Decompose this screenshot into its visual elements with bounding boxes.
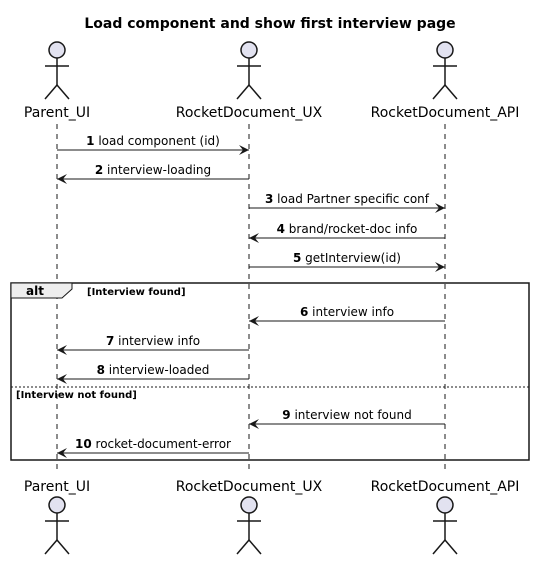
actor-left-leg (432, 84, 446, 100)
actor-head (436, 41, 454, 59)
actor-right-leg (444, 539, 458, 555)
actor-left-leg (432, 539, 446, 555)
message-text: interview info (114, 334, 200, 348)
message-sequence-number: 10 (75, 437, 92, 451)
message-text: getInterview(id) (301, 251, 401, 265)
message-sequence-number: 1 (86, 134, 94, 148)
message-sequence-number: 8 (97, 363, 105, 377)
actor-right-leg (56, 84, 70, 100)
message-text: rocket-document-error (92, 437, 231, 451)
message-text: interview-loaded (105, 363, 209, 377)
message-8: 8 interview-loaded (57, 363, 249, 384)
participant-label-rocketdocument-ux-top: RocketDocument_UX (176, 105, 323, 121)
message-label: 1 load component (id) (86, 134, 220, 148)
message-1: 1 load component (id) (57, 134, 249, 155)
actor-right-leg (248, 539, 262, 555)
message-text: load Partner specific conf (273, 192, 429, 206)
actor-head (436, 496, 454, 514)
actor-left-leg (44, 539, 58, 555)
message-sequence-number: 3 (265, 192, 273, 206)
message-label: 2 interview-loading (95, 163, 211, 177)
actor-rocketdocument-api-bottom (432, 496, 458, 555)
message-label: 4 brand/rocket-doc info (277, 222, 418, 236)
message-9: 9 interview not found (249, 408, 445, 429)
actors (44, 41, 458, 555)
actor-head (240, 496, 258, 514)
alt-frame-label: alt (26, 284, 44, 298)
actor-head (48, 41, 66, 59)
participant-label-parent-ui-bottom: Parent_UI (24, 479, 90, 495)
message-label: 5 getInterview(id) (293, 251, 401, 265)
message-text: load component (id) (95, 134, 220, 148)
alt-frame-label-tab (10, 282, 73, 299)
message-label: 8 interview-loaded (97, 363, 210, 377)
message-sequence-number: 7 (106, 334, 114, 348)
message-label: 10 rocket-document-error (75, 437, 231, 451)
actor-rocketdocument-ux-bottom (236, 496, 262, 555)
message-7: 7 interview info (57, 334, 249, 355)
alt-guard-found: [Interview found] (87, 287, 186, 298)
message-3: 3 load Partner specific conf (249, 192, 445, 213)
message-label: 6 interview info (300, 305, 394, 319)
message-4: 4 brand/rocket-doc info (249, 222, 445, 243)
message-sequence-number: 2 (95, 163, 103, 177)
actor-rocketdocument-ux-top (236, 41, 262, 100)
message-sequence-number: 4 (277, 222, 285, 236)
actor-parent-ui-top (44, 41, 70, 100)
message-text: interview not found (291, 408, 412, 422)
message-label: 9 interview not found (282, 408, 411, 422)
actor-right-leg (248, 84, 262, 100)
message-sequence-number: 6 (300, 305, 308, 319)
actor-parent-ui-bottom (44, 496, 70, 555)
message-2: 2 interview-loading (57, 163, 249, 184)
actor-head (240, 41, 258, 59)
message-text: interview info (308, 305, 394, 319)
participant-label-parent-ui-top: Parent_UI (24, 105, 90, 121)
message-sequence-number: 5 (293, 251, 301, 265)
participant-labels-top: Parent_UI RocketDocument_UX RocketDocume… (24, 105, 519, 121)
actor-left-leg (44, 84, 58, 100)
participant-label-rocketdocument-api-top: RocketDocument_API (371, 105, 520, 121)
alt-frame: alt [Interview found] [Interview not fou… (10, 282, 530, 461)
actor-rocketdocument-api-top (432, 41, 458, 100)
alt-guard-not-found: [Interview not found] (16, 390, 137, 401)
actor-left-leg (236, 84, 250, 100)
actor-left-leg (236, 539, 250, 555)
alt-frame-border (10, 282, 530, 461)
participant-label-rocketdocument-api-bottom: RocketDocument_API (371, 479, 520, 495)
lifelines (56, 124, 446, 474)
messages: 1 load component (id) 2 interview-loading… (57, 134, 445, 458)
diagram-title: Load component and show first interview … (84, 16, 455, 32)
message-label: 7 interview info (106, 334, 200, 348)
actor-head (48, 496, 66, 514)
message-5: 5 getInterview(id) (249, 251, 445, 272)
actor-right-leg (444, 84, 458, 100)
message-text: interview-loading (103, 163, 211, 177)
message-label: 3 load Partner specific conf (265, 192, 430, 206)
participant-labels-bottom: Parent_UI RocketDocument_UX RocketDocume… (24, 479, 519, 495)
message-6: 6 interview info (249, 305, 445, 326)
actor-right-leg (56, 539, 70, 555)
message-sequence-number: 9 (282, 408, 290, 422)
message-text: brand/rocket-doc info (285, 222, 417, 236)
participant-label-rocketdocument-ux-bottom: RocketDocument_UX (176, 479, 323, 495)
message-10: 10 rocket-document-error (57, 437, 249, 458)
